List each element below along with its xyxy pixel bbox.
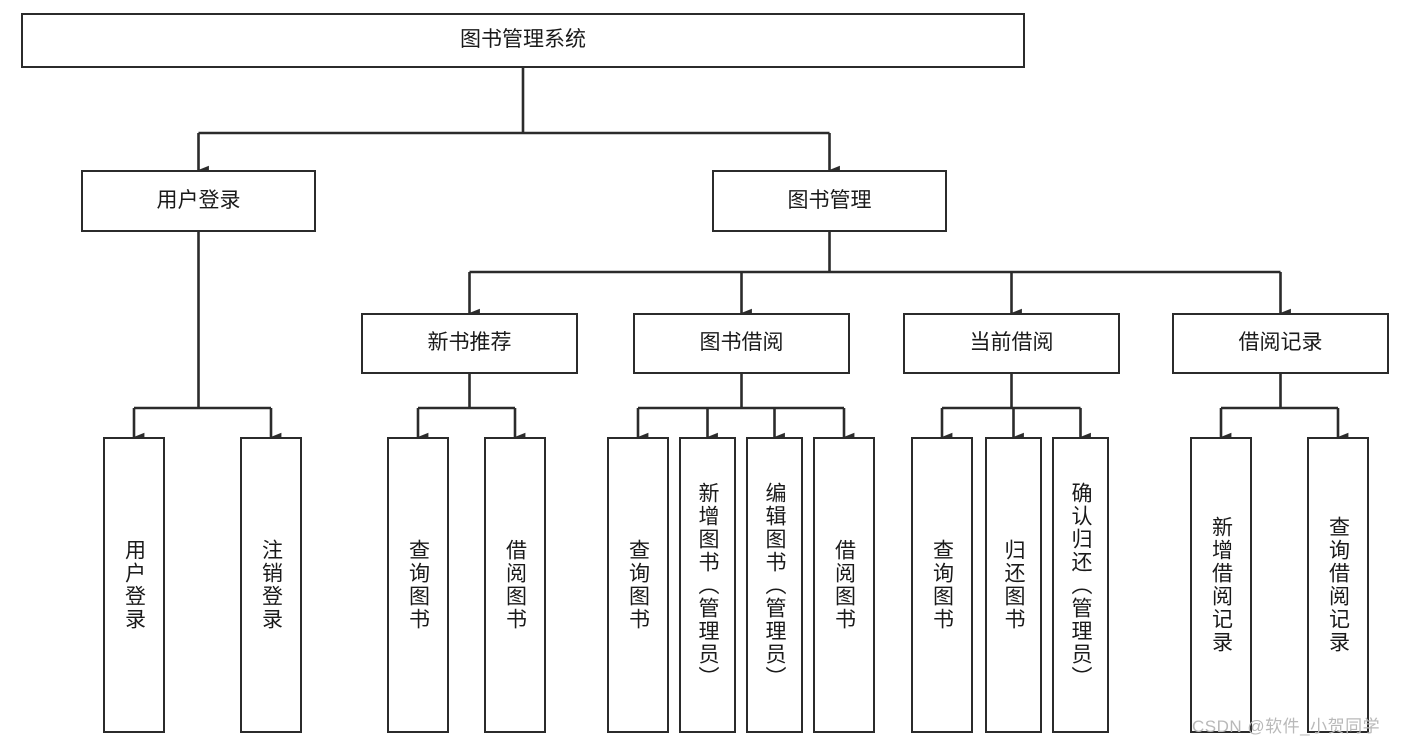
node-leaf-borrow-book-2[interactable]: 借阅图书 xyxy=(813,437,875,733)
node-leaf-user-logout[interactable]: 注销登录 xyxy=(240,437,302,733)
node-leaf-add-book[interactable]: 新增图书（管理员） xyxy=(679,437,736,733)
node-leaf-user-login[interactable]: 用户登录 xyxy=(103,437,165,733)
node-label: 查询图书 xyxy=(626,539,650,631)
node-label: 注销登录 xyxy=(259,539,283,631)
node-leaf-add-record[interactable]: 新增借阅记录 xyxy=(1190,437,1252,733)
node-leaf-confirm-return[interactable]: 确认归还（管理员） xyxy=(1052,437,1109,733)
node-label: 用户登录 xyxy=(156,188,241,212)
node-book-manage[interactable]: 图书管理 xyxy=(712,170,947,232)
node-leaf-return-book[interactable]: 归还图书 xyxy=(985,437,1042,733)
node-leaf-borrow-book-1[interactable]: 借阅图书 xyxy=(484,437,546,733)
node-borrow-record[interactable]: 借阅记录 xyxy=(1172,313,1389,374)
node-root[interactable]: 图书管理系统 xyxy=(21,13,1025,68)
node-label: 归还图书 xyxy=(1002,539,1025,631)
node-label: 图书管理 xyxy=(787,188,872,212)
node-label: 查询借阅记录 xyxy=(1326,516,1350,654)
node-label: 新书推荐 xyxy=(427,331,512,355)
node-user-login[interactable]: 用户登录 xyxy=(81,170,316,232)
node-leaf-query-book-1[interactable]: 查询图书 xyxy=(387,437,449,733)
node-label: 用户登录 xyxy=(122,539,146,631)
node-label: 借阅图书 xyxy=(503,539,527,631)
node-label: 图书管理系统 xyxy=(460,28,586,52)
node-leaf-query-record[interactable]: 查询借阅记录 xyxy=(1307,437,1369,733)
node-label: 编辑图书（管理员） xyxy=(763,481,786,689)
node-label: 查询图书 xyxy=(406,539,430,631)
node-leaf-query-book-3[interactable]: 查询图书 xyxy=(911,437,973,733)
node-label: 确认归还（管理员） xyxy=(1069,481,1092,689)
node-label: 借阅图书 xyxy=(832,539,856,631)
node-new-book-rec[interactable]: 新书推荐 xyxy=(361,313,578,374)
csdn-watermark: CSDN @软件_小贺同学 xyxy=(1192,717,1381,736)
node-leaf-query-book-2[interactable]: 查询图书 xyxy=(607,437,669,733)
node-label: 借阅记录 xyxy=(1238,331,1323,355)
node-label: 新增图书（管理员） xyxy=(696,481,719,689)
node-current-borrow[interactable]: 当前借阅 xyxy=(903,313,1120,374)
node-label: 查询图书 xyxy=(930,539,954,631)
node-label: 当前借阅 xyxy=(969,331,1054,355)
node-leaf-edit-book[interactable]: 编辑图书（管理员） xyxy=(746,437,803,733)
node-label: 新增借阅记录 xyxy=(1209,516,1233,654)
node-book-borrow[interactable]: 图书借阅 xyxy=(633,313,850,374)
node-label: 图书借阅 xyxy=(699,331,784,355)
